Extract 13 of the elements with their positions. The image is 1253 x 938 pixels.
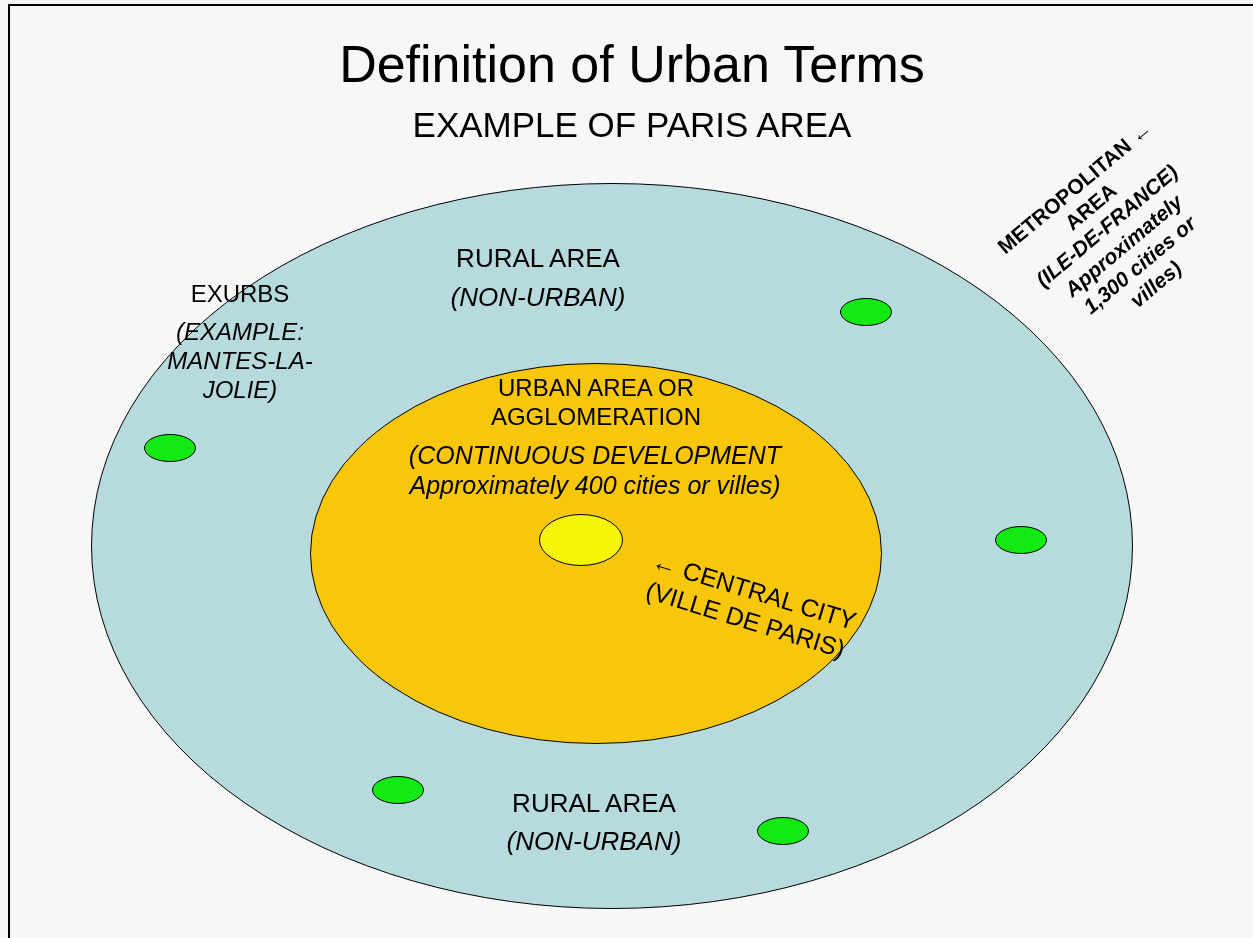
town-ellipse xyxy=(840,298,892,326)
subtitle: EXAMPLE OF PARIS AREA xyxy=(411,104,853,146)
town-ellipse xyxy=(372,776,424,804)
town-ellipse xyxy=(757,817,809,845)
rural-area-label: RURAL AREA xyxy=(455,243,621,275)
non-urban-note: (NON-URBAN) xyxy=(505,826,683,858)
title: Definition of Urban Terms xyxy=(338,34,926,95)
area-heading: URBAN AREA OR AGGLOMERATION xyxy=(489,374,703,432)
urban-area-ellipse xyxy=(310,363,882,744)
town-ellipse xyxy=(995,526,1047,554)
non-urban-note: (NON-URBAN) xyxy=(449,282,627,314)
rural-area-label: RURAL AREA xyxy=(511,788,677,820)
area-description: (CONTINUOUS DEVELOPMENT Approximately 400 cities or villes) xyxy=(407,440,784,500)
